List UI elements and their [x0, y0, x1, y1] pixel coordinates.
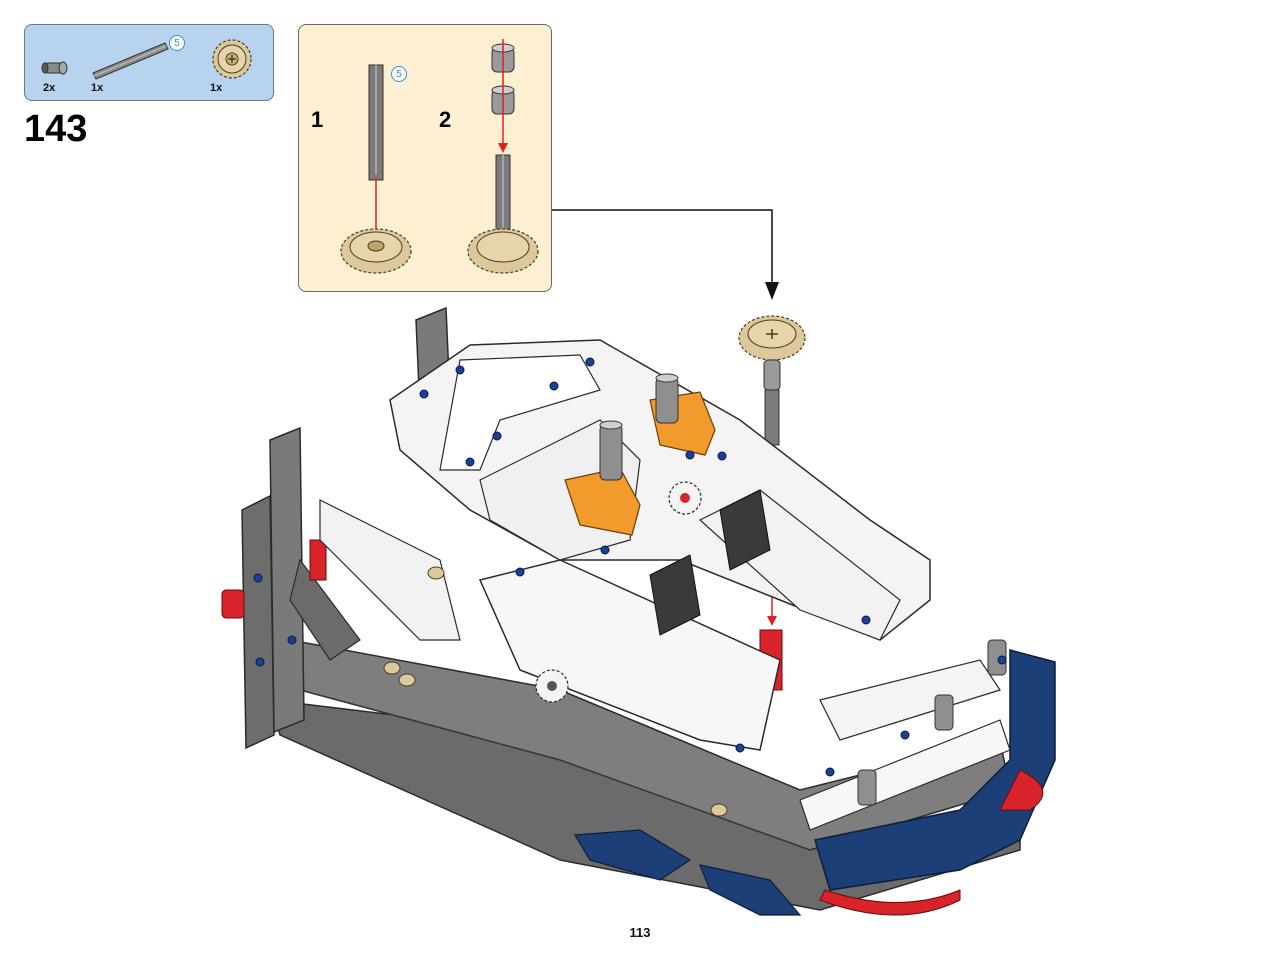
parts-list-panel: 2x 1x 5 1x [24, 24, 274, 101]
chassis-base [268, 639, 1021, 911]
blue-pins [253, 357, 1007, 777]
sub-assembly-callout: 5 1 2 [298, 24, 552, 292]
red-accents [221, 437, 1044, 916]
small-gear-icon [535, 669, 569, 703]
orange-liftarms [564, 391, 716, 536]
small-gear-icon [668, 481, 702, 515]
substep-number: 2 [439, 107, 452, 132]
part-quantity: 1x [91, 82, 104, 94]
callout-graphics [340, 39, 539, 274]
axle-icon [92, 42, 169, 80]
callout-connector-arrow [552, 209, 773, 290]
substep-1-gear-icon [340, 228, 412, 274]
dark-gray-blocks [649, 489, 771, 636]
left-upright-beams [241, 306, 451, 750]
step-number: 143 [24, 108, 88, 150]
gear-icon [212, 39, 252, 79]
part-quantity: 2x [43, 82, 56, 94]
blue-bumper [573, 649, 1056, 916]
insert-gear-icon [738, 315, 806, 446]
substep-number: 1 [311, 107, 324, 132]
substep-2-gear-icon [467, 228, 539, 274]
gray-pins [599, 373, 1007, 806]
axle-length-badge: 5 [169, 35, 185, 51]
connector-peg-icon [41, 61, 68, 75]
insert-arrow-head [767, 616, 777, 626]
insert-arrow-head [498, 143, 508, 153]
callout-connector-arrow-head [765, 282, 779, 300]
page-number: 113 [629, 925, 651, 940]
parts-list-graphics [41, 39, 252, 80]
tan-pins [383, 566, 728, 817]
white-body-panels [319, 339, 1011, 831]
part-quantity: 1x [210, 82, 223, 94]
axle-length-badge: 5 [391, 66, 407, 82]
substep-1-axle-icon [368, 64, 384, 181]
